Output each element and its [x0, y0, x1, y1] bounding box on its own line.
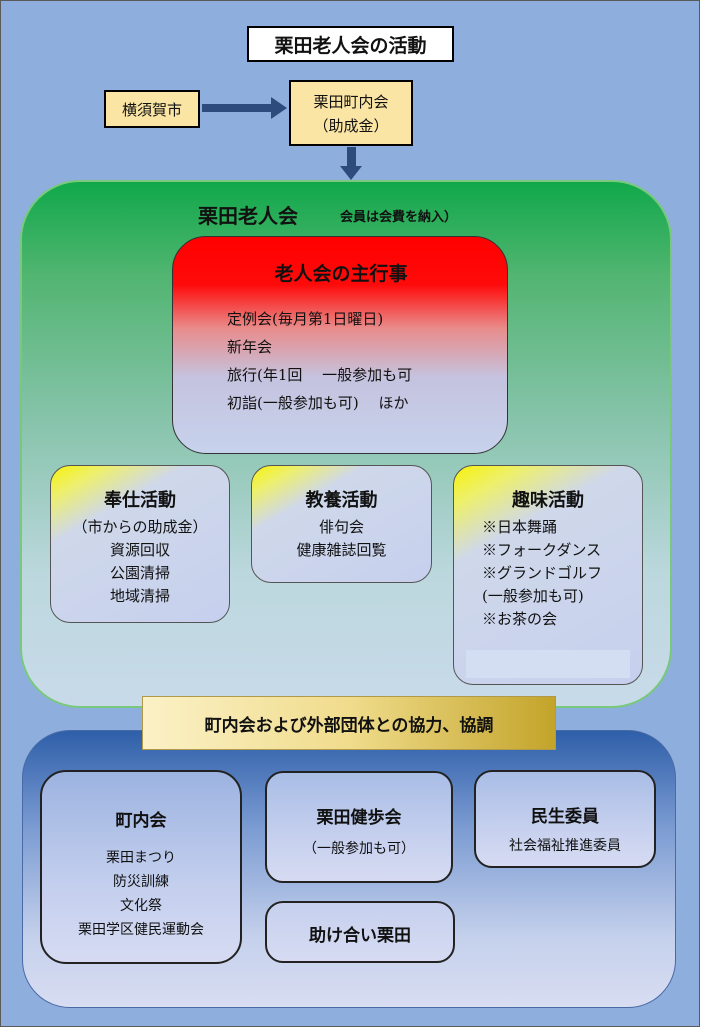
arrow-town-to-club	[347, 147, 356, 167]
town-association-org-list: 栗田まつり 防災訓練 文化祭 栗田学区健民運動会	[42, 846, 240, 942]
main-event-item: 定例会(毎月第1日曜日)	[227, 310, 384, 328]
main-event-item: 旅行(年1回 一般参加も可	[227, 366, 413, 384]
club-note: 会員は会費を納入）	[340, 210, 458, 225]
main-events-box: 老人会の主行事 定例会(毎月第1日曜日) 新年会 旅行(年1回 一般参加も可 初…	[172, 236, 508, 454]
town-association-org-item: 栗田学区健民運動会	[78, 922, 204, 938]
hobby-activities-box: 趣味活動 ※日本舞踊 ※フォークダンス ※グランドゴルフ (一般参加も可) ※お…	[453, 465, 643, 685]
volunteer-title: 奉仕活動	[104, 490, 176, 511]
city-funding-box: 横須賀市	[104, 90, 200, 128]
cooperation-banner: 町内会および外部団体との協力、協調	[142, 696, 556, 750]
diagram-title: 栗田老人会の活動	[247, 26, 454, 62]
main-events-title: 老人会の主行事	[274, 263, 408, 285]
culture-list: 俳句会 健康雑誌回覧	[252, 516, 431, 562]
town-association-org-item: 文化祭	[120, 898, 162, 914]
arrow-head-down-icon	[340, 166, 362, 180]
arrow-head-right-icon	[271, 97, 287, 119]
town-association-org-box: 町内会 栗田まつり 防災訓練 文化祭 栗田学区健民運動会	[40, 770, 242, 964]
arrow-city-to-town	[202, 104, 272, 112]
main-event-item: 初詣(一般参加も可) ほか	[227, 394, 409, 412]
volunteer-activities-box: 奉仕活動 （市からの助成金） 資源回収 公園清掃 地域清掃	[50, 465, 230, 623]
culture-title: 教養活動	[305, 490, 378, 511]
hobby-title: 趣味活動	[512, 490, 584, 511]
volunteer-item: （市からの助成金）	[72, 518, 208, 536]
volunteer-item: 公園清掃	[109, 564, 170, 582]
town-association-org-item: 防災訓練	[113, 874, 169, 890]
welfare-commissioner-box: 民生委員 社会福祉推進委員	[474, 770, 656, 868]
club-title: 栗田老人会	[198, 204, 298, 228]
volunteer-list: （市からの助成金） 資源回収 公園清掃 地域清掃	[51, 516, 229, 608]
hobby-item: (一般参加も可)	[482, 587, 584, 605]
health-walking-club-note: （一般参加も可）	[303, 841, 415, 857]
health-walking-club-title: 栗田健歩会	[316, 808, 402, 828]
mutual-aid-title: 助け合い栗田	[309, 926, 411, 946]
culture-item: 俳句会	[318, 518, 364, 536]
welfare-commissioner-note: 社会福祉推進委員	[509, 838, 621, 854]
health-walking-club-box: 栗田健歩会 （一般参加も可）	[265, 771, 453, 883]
town-association-name: 栗田町内会	[313, 93, 389, 111]
hobby-item: ※フォークダンス	[482, 541, 602, 559]
volunteer-item: 地域清掃	[109, 587, 170, 605]
town-association-org-item: 栗田まつり	[106, 850, 176, 866]
hobby-item: ※日本舞踊	[482, 518, 558, 536]
mutual-aid-box: 助け合い栗田	[265, 901, 455, 963]
main-events-list: 定例会(毎月第1日曜日) 新年会 旅行(年1回 一般参加も可 初詣(一般参加も可…	[227, 305, 412, 417]
town-association-subsidy: （助成金）	[313, 117, 389, 135]
culture-activities-box: 教養活動 俳句会 健康雑誌回覧	[251, 465, 432, 583]
culture-item: 健康雑誌回覧	[296, 541, 387, 559]
town-association-box: 栗田町内会 （助成金）	[289, 80, 413, 146]
hobby-item: ※グランドゴルフ	[482, 564, 603, 582]
volunteer-item: 資源回収	[109, 541, 170, 559]
welfare-commissioner-title: 民生委員	[531, 807, 599, 827]
town-association-org-title: 町内会	[115, 811, 167, 831]
hobby-blank-area	[466, 650, 630, 678]
hobby-list: ※日本舞踊 ※フォークダンス ※グランドゴルフ (一般参加も可) ※お茶の会	[482, 516, 602, 631]
hobby-item: ※お茶の会	[482, 610, 558, 628]
main-event-item: 新年会	[227, 338, 273, 356]
